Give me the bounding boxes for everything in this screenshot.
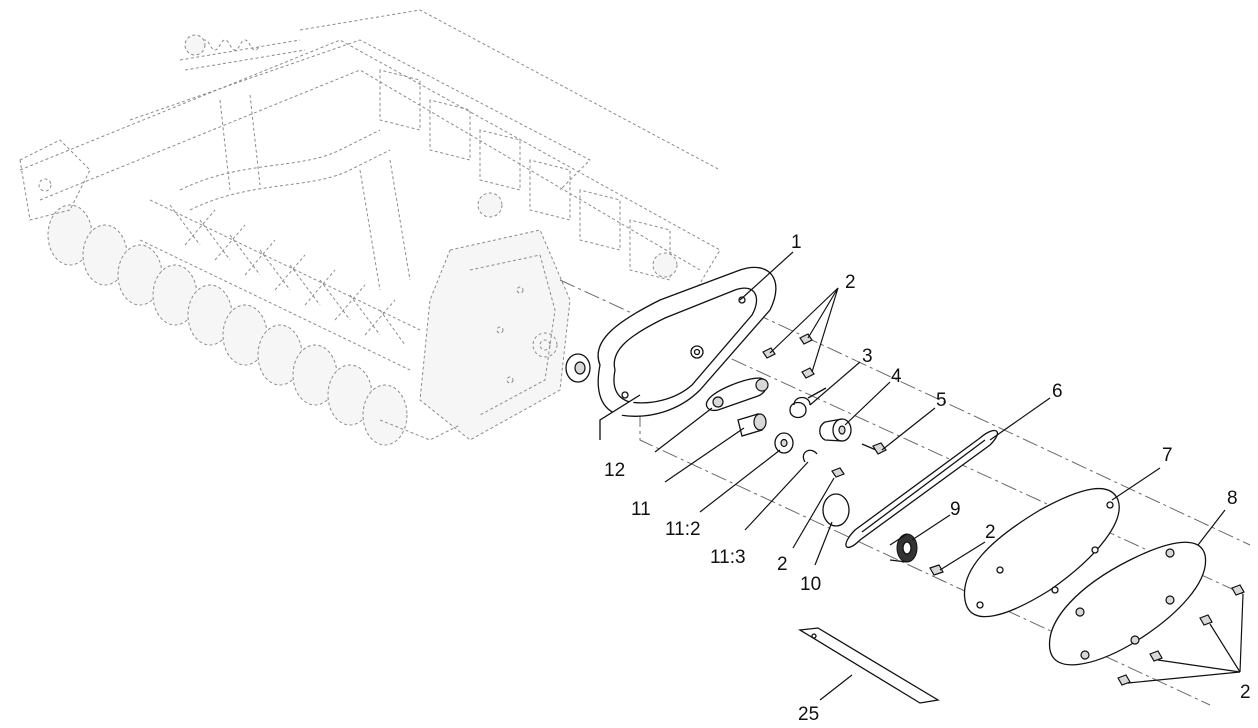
part-5-screw — [861, 442, 887, 455]
machine-assembly-ghost — [19, 9, 721, 446]
part-2-screw-mid — [831, 467, 845, 478]
callout-3: 3 — [862, 346, 873, 367]
part-1-belt-housing — [597, 266, 777, 440]
part-12-tensioner-arm — [705, 377, 769, 412]
part-9-pulley — [889, 533, 918, 563]
part-11-3-clip — [802, 449, 818, 463]
callout-8: 8 — [1227, 488, 1238, 509]
callout-4: 4 — [891, 366, 902, 387]
callout-5: 5 — [936, 390, 947, 411]
part-3-spring — [789, 387, 827, 419]
callout-1: 1 — [791, 232, 802, 253]
callout-12: 12 — [604, 460, 625, 481]
part-2-screws-upper — [762, 333, 815, 379]
part-11-bushing — [737, 413, 767, 437]
part-4-spacer — [819, 418, 852, 442]
callout-7: 7 — [1162, 445, 1173, 466]
leader-lines — [654, 251, 1244, 701]
callout-2-top: 2 — [845, 272, 856, 293]
callout-labels: 1 2 3 4 5 6 7 8 9 2 12 11 11:2 11:3 2 10… — [604, 232, 1251, 725]
part-6-belt — [845, 429, 999, 549]
callout-2-pulley: 2 — [985, 522, 996, 543]
callout-9: 9 — [950, 499, 961, 520]
callout-11-2: 11:2 — [665, 519, 701, 540]
part-10-snap-ring — [822, 493, 850, 527]
callout-6: 6 — [1052, 381, 1063, 402]
callout-2-mid: 2 — [777, 554, 788, 575]
callout-11-3: 11:3 — [710, 547, 746, 568]
part-25-decal-strip — [798, 627, 940, 704]
callout-11: 11 — [631, 499, 651, 520]
part-11-2-washer — [774, 432, 794, 454]
part-8-cover — [1048, 541, 1207, 666]
part-2-screws-cover — [1117, 584, 1245, 686]
callout-10: 10 — [800, 574, 821, 595]
part-7-gasket — [963, 487, 1120, 618]
bearing-seal-ghost — [565, 353, 591, 383]
part-2-screw-pulley — [929, 564, 944, 576]
callout-25: 25 — [798, 704, 819, 725]
callout-2-cover: 2 — [1240, 682, 1251, 703]
